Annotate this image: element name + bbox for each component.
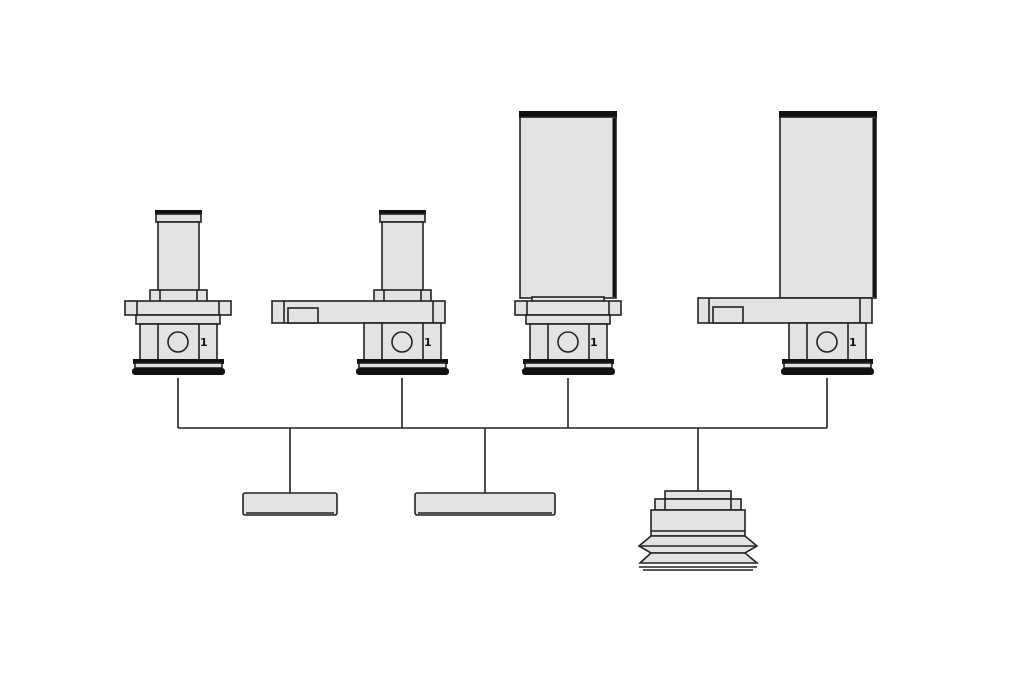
seal-ring-bottom (132, 368, 225, 375)
cylinder-body (381, 221, 424, 293)
seal-ring-bottom (781, 368, 874, 375)
port-icon (557, 331, 579, 353)
cap-ring (379, 210, 426, 215)
connector-tree (177, 378, 828, 493)
unit-3-tall-cylinder: 1 (514, 111, 622, 375)
cylinder-body (779, 116, 877, 299)
cylinder-body (157, 221, 200, 293)
port-mark: 1 (424, 336, 432, 349)
seal-ring-top (782, 359, 873, 364)
cup-shoulder (654, 498, 742, 511)
cap-ring (519, 111, 617, 118)
port-mark: 1 (590, 336, 598, 349)
cylinder-body (519, 116, 617, 299)
arm-slot (712, 306, 744, 324)
port-mark: 1 (200, 336, 208, 349)
plate (242, 492, 338, 516)
unit-2-short-cylinder-with-arm: 1 (271, 210, 449, 375)
unit-4-tall-cylinder-with-arm: 1 (697, 111, 877, 375)
collar (135, 314, 221, 325)
cap-ring (779, 111, 877, 118)
collar (525, 314, 611, 325)
cup-body (650, 509, 746, 537)
unit-1-short-cylinder: 1 (124, 210, 232, 375)
seal-ring-bottom (356, 368, 449, 375)
port-icon (391, 331, 413, 353)
arm-slot (287, 307, 319, 324)
cap (379, 213, 426, 223)
bellows-fold-1 (637, 535, 759, 554)
port-icon (167, 331, 189, 353)
accessory-1-short-plate (242, 492, 338, 516)
flange (514, 300, 622, 316)
bellows-fold-2 (637, 552, 760, 564)
accessory-3-bellows-suction-cup (637, 490, 760, 571)
seal-ring-top (133, 359, 224, 364)
cap-ring (155, 210, 202, 215)
seal-ring-top (523, 359, 614, 364)
flange (124, 300, 232, 316)
seal-ring-bottom (522, 368, 615, 375)
cap (155, 213, 202, 223)
plate (414, 492, 556, 516)
cup-top (664, 490, 732, 500)
port-icon (816, 331, 838, 353)
seal-ring-top (357, 359, 448, 364)
accessory-2-long-plate (414, 492, 556, 516)
port-mark: 1 (849, 336, 857, 349)
